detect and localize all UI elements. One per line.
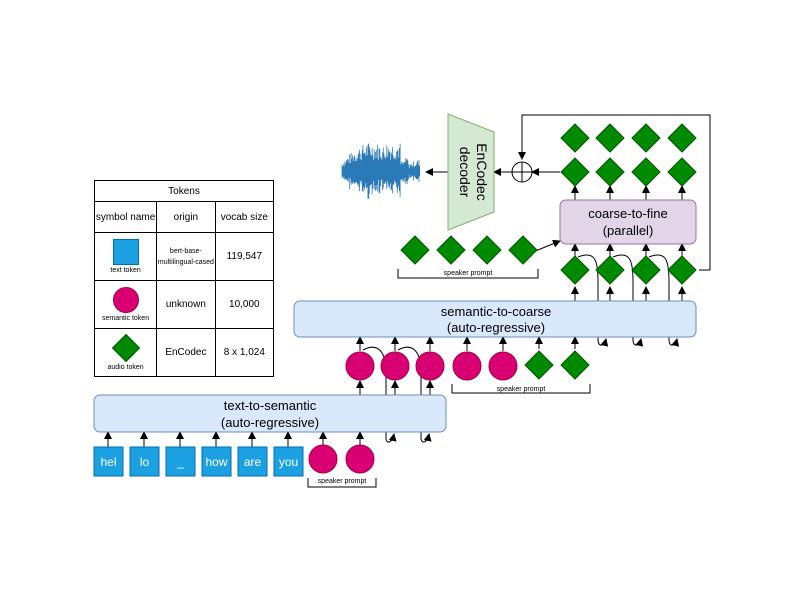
legend-symbol-cell: text token (93, 232, 158, 281)
audio-token (595, 255, 625, 285)
speaker-prompt-middle: speaker prompt (451, 384, 591, 394)
text-token: _ (165, 446, 196, 477)
text-token-swatch (112, 239, 139, 265)
semantic-token-swatch (112, 287, 139, 313)
legend-row-audio-token: audio token EnCodec 8 x 1,024 (93, 328, 275, 377)
legend-header-symbol: symbol name (93, 201, 158, 233)
audio-token (595, 157, 625, 187)
semantic-token (345, 444, 375, 474)
audio-token (667, 123, 697, 153)
audio-token (667, 157, 697, 187)
audio-tokens (400, 123, 697, 380)
audio-token (631, 255, 661, 285)
audio-token (631, 123, 661, 153)
text-to-semantic-title: text-to-semantic (224, 398, 317, 413)
audio-token (436, 235, 466, 265)
speaker-prompt-bottom: speaker prompt (307, 478, 377, 488)
legend-symbol-label: text token (110, 267, 141, 274)
speaker-prompt-top: speaker prompt (397, 269, 539, 279)
audio-token-swatch (111, 333, 140, 363)
decoder-label-line1: EnCodec (474, 143, 490, 201)
text-token-label: lo (140, 455, 150, 469)
audio-token (560, 350, 590, 380)
text-tokens: hel lo _ how are you (93, 446, 304, 477)
semantic-tokens (308, 351, 518, 474)
text-token: are (237, 446, 268, 477)
text-to-semantic-box: text-to-semantic (auto-regressive) (93, 394, 447, 433)
semantic-to-coarse-box: semantic-to-coarse (auto-regressive) (293, 300, 697, 338)
decoder-label-line2: decoder (457, 147, 473, 198)
coarse-to-fine-subtitle: (parallel) (603, 223, 654, 238)
semantic-to-coarse-subtitle: (auto-regressive) (447, 320, 545, 335)
semantic-token (345, 351, 375, 381)
text-token-label: how (205, 455, 227, 469)
semantic-token (415, 351, 445, 381)
text-token: how (201, 446, 232, 477)
text-to-semantic-subtitle: (auto-regressive) (221, 415, 319, 430)
legend-header-origin: origin (156, 201, 216, 233)
encodec-decoder: EnCodec decoder (447, 113, 495, 231)
legend-symbol-label: audio token (107, 364, 144, 371)
text-token: hel (93, 446, 124, 477)
legend-title: Tokens (94, 180, 274, 202)
audio-token (595, 123, 625, 153)
audio-token (508, 235, 538, 265)
audio-token (560, 255, 590, 285)
text-token-label: you (279, 455, 298, 469)
text-token: you (273, 446, 304, 477)
legend-header-vocab: vocab size (214, 201, 275, 233)
legend-vocab-size: 8 x 1,024 (214, 328, 275, 377)
legend-symbol-label: semantic token (102, 315, 150, 322)
semantic-token (380, 351, 410, 381)
text-token-label: hel (100, 455, 116, 469)
speaker-prompt-label: speaker prompt (497, 386, 546, 393)
semantic-token (488, 351, 518, 381)
semantic-token (452, 351, 482, 381)
legend-origin: bert-base-multilingual-cased (156, 232, 216, 281)
legend-row-semantic-token: semantic token unknown 10,000 (93, 280, 275, 329)
tokens-legend-table: Tokens symbol name origin vocab size tex… (93, 180, 275, 377)
waveform-image (341, 143, 421, 199)
coarse-to-fine-title: coarse-to-fine (588, 206, 667, 221)
coarse-to-fine-box: coarse-to-fine (parallel) (559, 199, 697, 245)
legend-vocab-size: 119,547 (214, 232, 275, 281)
speaker-prompt-label: speaker prompt (444, 270, 493, 277)
waveform-path (341, 143, 421, 199)
text-token-label: _ (176, 455, 184, 469)
audio-token (667, 255, 697, 285)
audio-token (524, 350, 554, 380)
audio-token (400, 235, 430, 265)
semantic-to-coarse-title: semantic-to-coarse (441, 304, 552, 319)
legend-symbol-cell: audio token (93, 328, 158, 377)
legend-origin: EnCodec (156, 328, 216, 377)
audio-token (472, 235, 502, 265)
legend-origin: unknown (156, 280, 216, 329)
text-token: lo (129, 446, 160, 477)
speaker-prompt-label: speaker prompt (318, 478, 367, 485)
legend-row-text-token: text token bert-base-multilingual-cased … (93, 232, 275, 281)
sum-node (511, 161, 533, 183)
semantic-token (308, 444, 338, 474)
audio-token (560, 157, 590, 187)
audio-token (560, 123, 590, 153)
legend-symbol-cell: semantic token (93, 280, 158, 329)
audio-token (631, 157, 661, 187)
legend-vocab-size: 10,000 (214, 280, 275, 329)
text-token-label: are (244, 455, 262, 469)
